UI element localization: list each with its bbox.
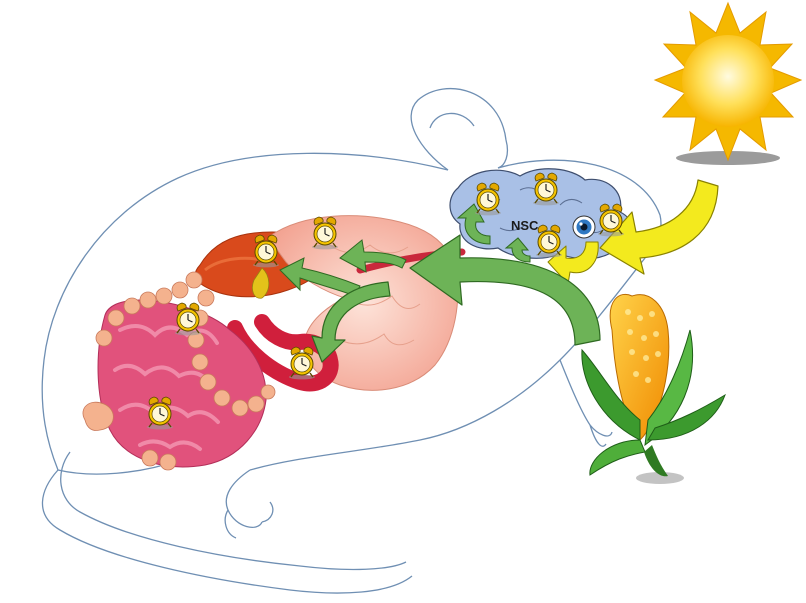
intestines: [83, 272, 275, 470]
nsc-label: NSC: [511, 218, 539, 233]
sun-icon: [655, 3, 801, 165]
corn-icon: [582, 294, 725, 484]
eye-icon: [573, 216, 595, 238]
alarm-clock-icon: [289, 347, 315, 379]
